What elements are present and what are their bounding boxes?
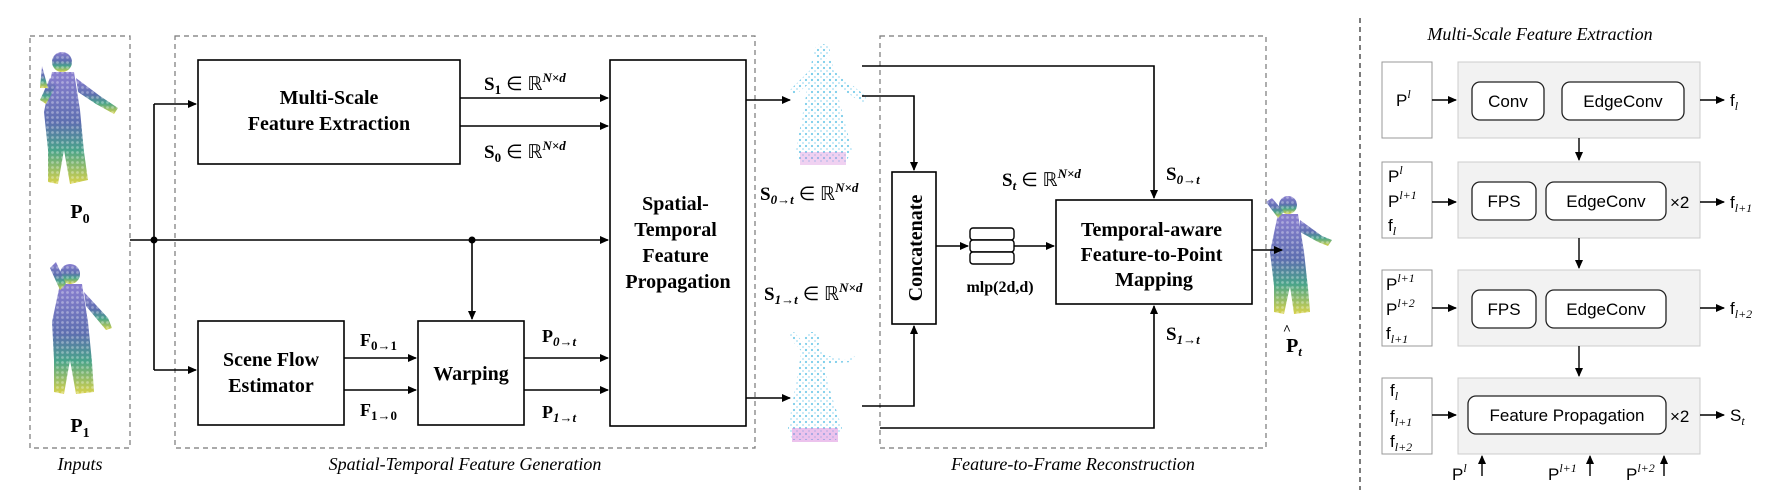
p1-point-cloud bbox=[44, 258, 120, 398]
row3-op-edgeconv: EdgeConv bbox=[1566, 300, 1646, 319]
row2-output: fl+1 bbox=[1730, 193, 1752, 215]
s0t-arrow-label: S0→t bbox=[1166, 164, 1200, 187]
row3-input-f-l1: fl+1 bbox=[1386, 324, 1408, 346]
output-label: Pt bbox=[1286, 335, 1302, 359]
output-hat: ^ bbox=[1283, 323, 1291, 338]
mlp-icon bbox=[969, 227, 1015, 265]
row4-input-f-l: fl bbox=[1390, 381, 1399, 403]
warping-label: Warping bbox=[433, 363, 509, 385]
row3-op-fps: FPS bbox=[1487, 300, 1520, 319]
fps-op-box-1 bbox=[1471, 181, 1537, 221]
s0t-feature-label: S0→t∈ ℝN×d bbox=[760, 180, 859, 207]
st-feature-label: St∈ ℝN×d bbox=[1002, 166, 1081, 193]
reconstruction-caption: Feature-to-Frame Reconstruction bbox=[950, 454, 1195, 474]
row2-op-edgeconv: EdgeConv bbox=[1566, 192, 1646, 211]
tafpm-box bbox=[1055, 199, 1253, 305]
generation-group bbox=[174, 35, 756, 449]
reconstruction-group bbox=[879, 35, 1267, 449]
warping-box bbox=[417, 320, 525, 426]
p0-point-cloud bbox=[36, 50, 122, 186]
msfe-detail-title: Multi-Scale Feature Extraction bbox=[1426, 24, 1652, 44]
inputs-caption: Inputs bbox=[57, 454, 103, 474]
stfp-box bbox=[609, 59, 747, 427]
bottom-input-p-l2: Pl+2 bbox=[1626, 461, 1655, 484]
row4-op-feature-propagation: Feature Propagation bbox=[1490, 406, 1645, 425]
row4-repeat: ×2 bbox=[1670, 407, 1689, 426]
s1-feature-label: S1∈ ℝN×d bbox=[484, 70, 566, 97]
edgeconv-op-box-3 bbox=[1545, 289, 1667, 329]
row1-op-edgeconv: EdgeConv bbox=[1583, 92, 1663, 111]
tafpm-label: Temporal-aware Feature-to-Point Mapping bbox=[1081, 219, 1228, 291]
row2-input-p-l1: Pl+1 bbox=[1388, 188, 1417, 211]
row3-input-box bbox=[1381, 269, 1433, 347]
row1-input-box bbox=[1381, 61, 1433, 139]
p1-label: P1 bbox=[70, 415, 89, 441]
row3-input-p-l1: Pl+1 bbox=[1386, 271, 1415, 294]
inputs-group bbox=[29, 35, 131, 449]
s1t-arrow-label: S1→t bbox=[1166, 324, 1200, 347]
sfe-box bbox=[197, 320, 345, 426]
feature-propagation-op-box bbox=[1467, 395, 1667, 435]
mlp-label: mlp(2d,d) bbox=[966, 279, 1033, 296]
bottom-input-p-l: Pl bbox=[1452, 461, 1467, 484]
row1-input-label: Pl bbox=[1396, 87, 1411, 110]
row4-input-box bbox=[1381, 377, 1433, 455]
conv-op-box bbox=[1471, 81, 1545, 121]
generation-caption: Spatial-Temporal Feature Generation bbox=[329, 454, 602, 474]
msfe-box bbox=[197, 59, 461, 165]
s0t-sparse-cloud bbox=[790, 44, 866, 165]
output-point-cloud bbox=[1262, 194, 1336, 318]
stfp-label: Spatial- Temporal Feature Propagation bbox=[625, 193, 730, 293]
p0-label: P0 bbox=[70, 201, 89, 227]
edgeconv-op-box-2 bbox=[1545, 181, 1667, 221]
row2-repeat: ×2 bbox=[1670, 193, 1689, 212]
s1t-feature-label: S1→t∈ ℝN×d bbox=[764, 280, 863, 307]
row4-input-f-l1: fl+1 bbox=[1390, 407, 1412, 429]
row4-input-f-l2: fl+2 bbox=[1390, 432, 1412, 454]
p0t-label: P0→t bbox=[542, 326, 577, 349]
concatenate-box bbox=[891, 171, 937, 325]
row2-input-box bbox=[1381, 161, 1433, 239]
s1t-sparse-cloud bbox=[788, 332, 856, 442]
row2-op-fps: FPS bbox=[1487, 192, 1520, 211]
row2-input-f-l: fl bbox=[1388, 216, 1397, 238]
s0-feature-label: S0∈ ℝN×d bbox=[484, 138, 566, 165]
row1-op-conv: Conv bbox=[1488, 92, 1528, 111]
row2-input-p-l: Pl bbox=[1388, 163, 1403, 186]
row3-output: fl+2 bbox=[1730, 299, 1752, 321]
edgeconv-op-box-1 bbox=[1561, 81, 1685, 121]
concatenate-label: Concatenate bbox=[905, 195, 927, 302]
row3-input-p-l2: Pl+2 bbox=[1386, 296, 1415, 319]
f01-label: F0→1 bbox=[360, 330, 397, 353]
row1-output: fl bbox=[1730, 91, 1739, 113]
row4-output: St bbox=[1730, 406, 1745, 428]
bottom-input-p-l1: Pl+1 bbox=[1548, 461, 1577, 484]
f10-label: F1→0 bbox=[360, 400, 397, 423]
fps-op-box-2 bbox=[1471, 289, 1537, 329]
p1t-label: P1→t bbox=[542, 402, 577, 425]
